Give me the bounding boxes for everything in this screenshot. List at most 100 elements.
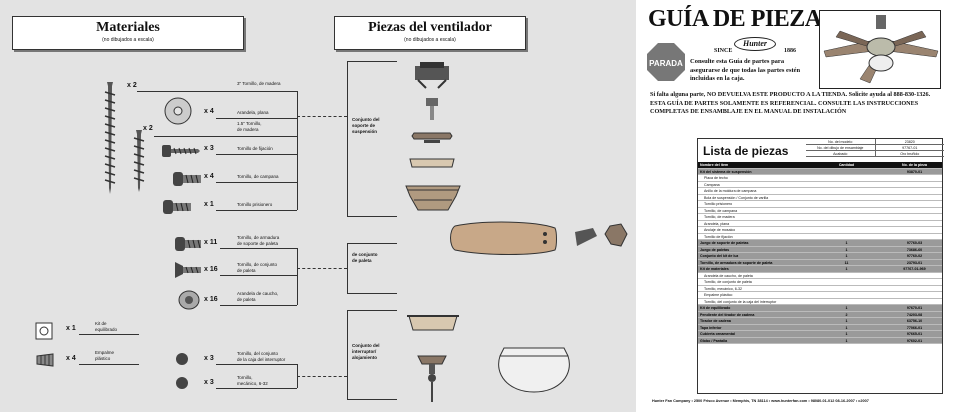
part-number-cell [887, 208, 942, 214]
item-name-cell: Arandela, plana [704, 221, 730, 226]
label-blade-iron-screw: Tornillo, de armadura de soporte de pale… [237, 235, 280, 246]
item-name-cell: Tornillo, del conjunto de la caja del in… [704, 299, 777, 304]
connector-line [154, 136, 297, 137]
dashed-connector [297, 376, 347, 377]
connector-line [220, 248, 297, 249]
connector-line [79, 364, 139, 365]
since-year: 1886 [784, 48, 796, 54]
group-divider [347, 243, 348, 293]
balancing-kit-icon [35, 322, 53, 340]
part-number-cell [887, 221, 942, 227]
group-divider [347, 61, 397, 62]
connector-line [79, 334, 139, 335]
label-machine-screw: Tornillo, mecánico, 6-32 [237, 375, 268, 386]
table-row: Tornillo, de campana [698, 208, 942, 214]
item-name-cell: Tornillo de fijación [704, 234, 733, 239]
connector-line [137, 91, 297, 92]
part-number-cell [887, 279, 942, 285]
qty-canopy-screw: x 4 [204, 173, 214, 180]
label-wood-screw-1-5in: 1.5" Tornillo, de madera [237, 121, 262, 132]
materials-panel: Materiales (no dibujados a escala) Pieza… [0, 0, 636, 412]
table-row: Arandela de caucho, de paleta [698, 273, 942, 279]
part-number-cell: 77066-01 [906, 325, 923, 330]
meta-value: 97767-01 [902, 146, 918, 150]
hanger-ball-icon [426, 98, 438, 120]
item-name-cell: Kit del sistema de suspensión [700, 169, 752, 174]
part-number-cell [887, 175, 942, 181]
quantity-cell: 1 [845, 254, 848, 258]
item-name-cell: Juego de paletas [700, 247, 730, 252]
quantity-cell [806, 221, 887, 227]
meta-value: Oro bruñido [900, 152, 920, 156]
ceiling-fan-illustration [819, 10, 941, 89]
item-name-cell: Tornillo, de conjunto de paleta [704, 280, 752, 284]
footer: Hunter Fan Company • 2500 Frisco Avenue … [652, 399, 869, 403]
group-label-blade: de conjunto de paleta [352, 252, 378, 263]
group-divider [347, 310, 348, 400]
guide-title: GUÍA DE PIEZAS [648, 6, 835, 32]
dashed-connector [297, 268, 347, 269]
qty-set-screw: x 3 [204, 145, 214, 152]
meta-value: 23820 [904, 140, 915, 144]
table-row: Empalme plástico [698, 292, 942, 299]
qty-wood-screw-3in: x 2 [127, 82, 137, 89]
item-name-cell: Tornillo prisionero [704, 202, 733, 206]
part-number-cell: 74203-08 [906, 312, 923, 317]
blade-assembly-screw-icon [175, 262, 201, 278]
qty-wire-connector: x 4 [66, 355, 76, 362]
table-row: Tornillo, de madera [698, 214, 942, 221]
switch-housing-screw-icon [176, 353, 188, 365]
part-number-cell [887, 201, 942, 207]
item-name-cell: Pendiente del tirador de cadena [700, 312, 755, 317]
table-row: Tornillo de fijación [698, 234, 942, 240]
materials-header: Materiales (no dibujados a escala) [12, 16, 244, 50]
item-name-cell: Empalme plástico [704, 293, 733, 297]
part-number-cell [887, 227, 942, 233]
guide-panel: GUÍA DE PIEZAS Hunter SINCE 1886 PARADA … [636, 0, 954, 412]
parts-list-title: Lista de piezas [703, 144, 789, 158]
table-row: Tornillo, de armadura de soporte de pale… [698, 259, 942, 266]
quantity-cell [806, 234, 887, 240]
group-divider [347, 243, 397, 244]
item-name-cell: Bola de suspensión / Conjunto de varilla [704, 195, 769, 200]
wood-screw-3in-icon [104, 82, 116, 194]
part-number-cell: No. de la pieza [902, 163, 927, 167]
label-switch-housing-screw: Tornillo, del conjunto de la caja del in… [237, 351, 286, 362]
label-blade-assembly-screw: Tornillo, de conjunto de paleta [237, 262, 278, 273]
connector-line [216, 388, 297, 389]
label-wire-connector: Empalme plástico [95, 350, 115, 361]
item-name-cell: Anillo de la moldura de campana [704, 189, 757, 193]
label-set-screw: Tornillo de fijación [237, 146, 273, 151]
finial-icon [417, 355, 447, 402]
group-divider [347, 293, 397, 294]
quantity-cell: 1 [845, 306, 848, 310]
canopy-icon [405, 185, 461, 211]
item-name-cell: Cubierta ornamental [700, 332, 735, 336]
set-screw-icon [162, 145, 200, 157]
fan-parts-header: Piezas del ventilador (no dibujados a es… [334, 16, 526, 50]
part-number-cell: 93870-01 [906, 169, 923, 174]
meta-label: No. del modelo [806, 139, 876, 144]
quantity-cell: 11 [844, 260, 849, 265]
stop-sign-text: PARADA [649, 59, 683, 68]
label-rubber-grommet: Arandela de caucho, de paleta [237, 291, 279, 302]
part-number-cell [887, 292, 942, 298]
consult-text: Consulte esta Guía de partes para asegur… [690, 58, 801, 82]
item-name-cell: Nombre del item [700, 163, 729, 167]
fan-parts-title: Piezas del ventilador [368, 20, 492, 35]
table-row: Tornillo prisionero [698, 201, 942, 208]
wire-connector-icon [36, 353, 54, 367]
item-name-cell: Kit de equilibrado [700, 306, 731, 310]
part-number-cell [887, 273, 942, 279]
quantity-cell: 1 [845, 332, 848, 336]
item-name-cell: Arandela de caucho, de paleta [704, 273, 753, 278]
label-balancing-kit: Kit de equilibrado [95, 321, 118, 332]
part-number-cell: 97602-01 [906, 338, 923, 343]
table-row: Arandela, plana [698, 221, 942, 227]
